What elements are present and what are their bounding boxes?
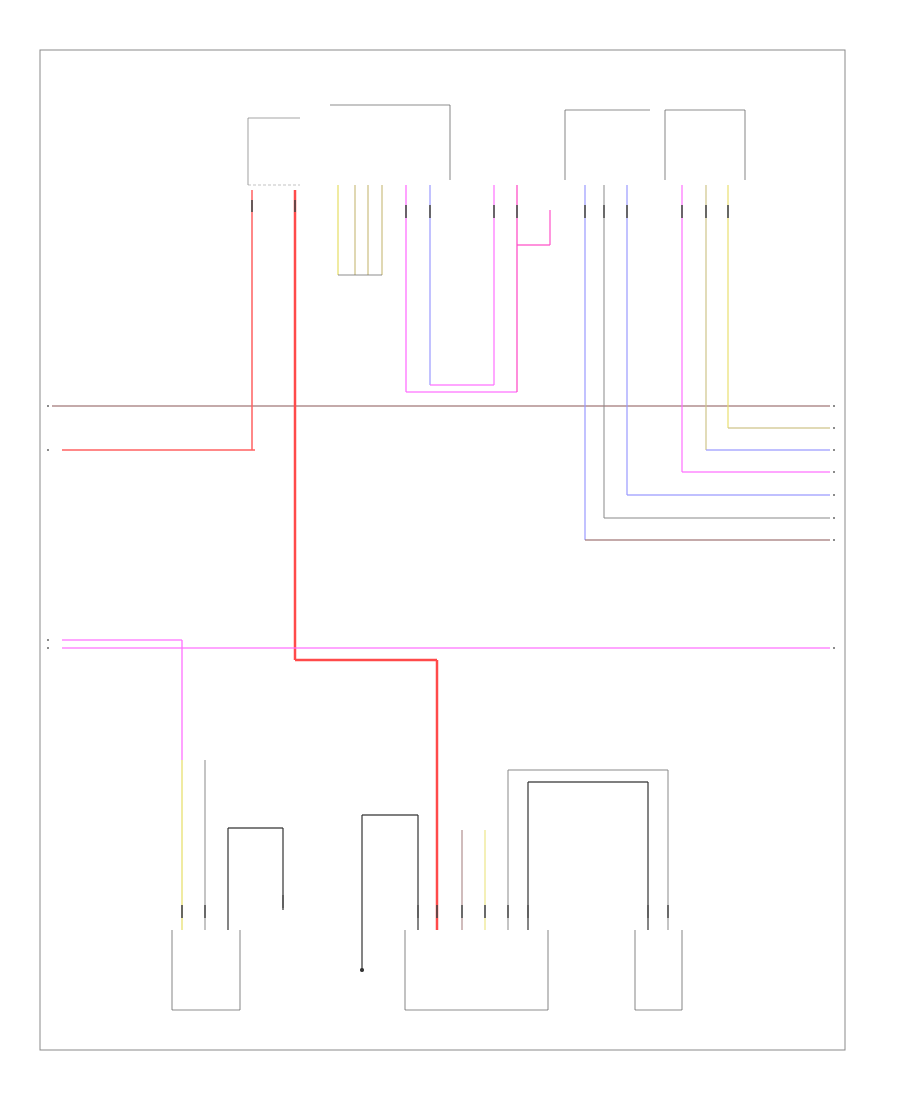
diagram-border (39, 49, 846, 1051)
pin-markers (181, 200, 729, 918)
center-pink-wires (405, 185, 551, 393)
right-module-wires (584, 185, 830, 541)
ground-loop-left (227, 827, 284, 930)
center-module-box (404, 930, 549, 1011)
top-module-boxes (330, 104, 746, 180)
center-module-wires (461, 769, 669, 930)
connector-cluster-center (337, 185, 383, 276)
left-sensor-box (171, 930, 241, 1011)
right-terminals (47, 405, 835, 649)
ground-loop-center (360, 814, 419, 972)
right-module-box (634, 930, 683, 1011)
